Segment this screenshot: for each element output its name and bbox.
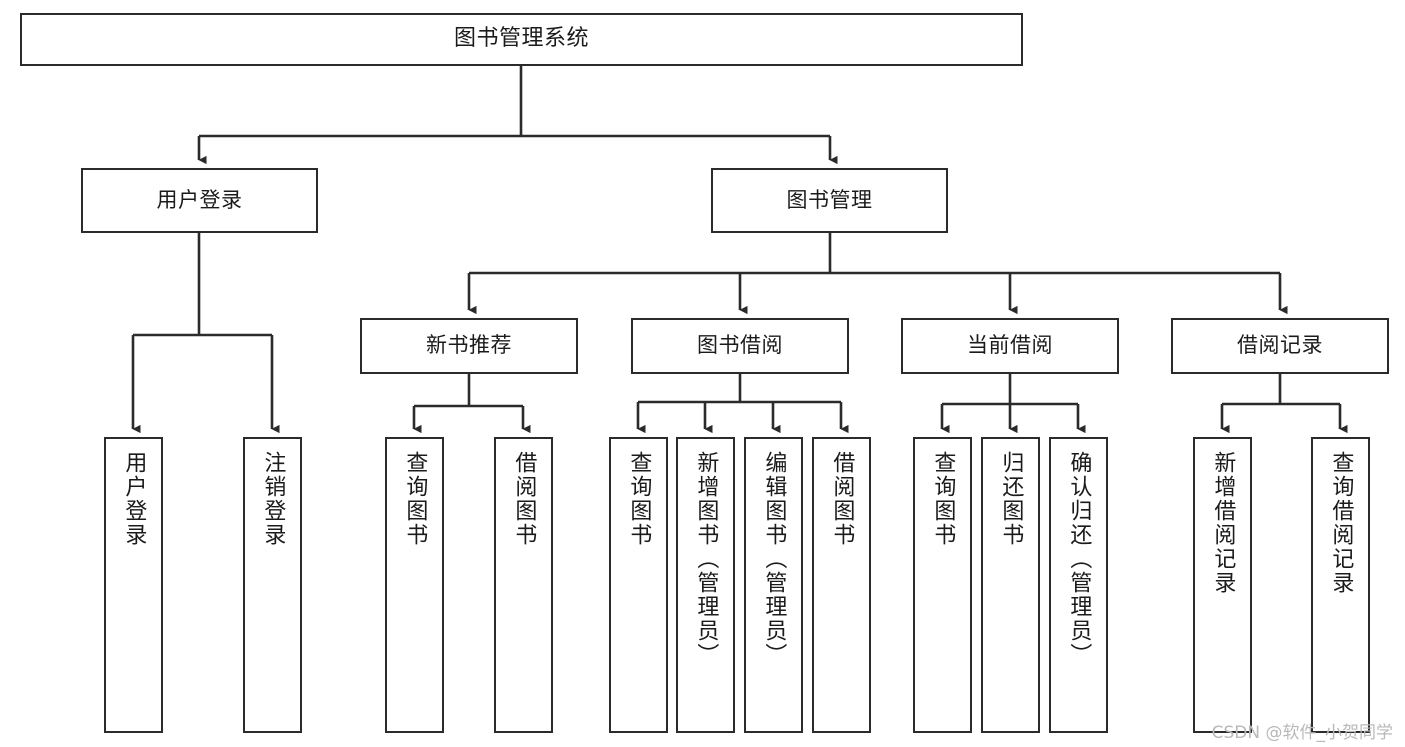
leaf-add-book-admin[interactable]: 新增图书（管理员） xyxy=(676,437,735,733)
node-label: 图书借阅 xyxy=(697,333,783,358)
node-label: 新增图书（管理员） xyxy=(693,451,719,667)
node-label: 查询图书 xyxy=(626,451,652,547)
leaf-borrow-book-recommend[interactable]: 借阅图书 xyxy=(494,437,553,733)
node-label: 图书管理 xyxy=(786,187,873,212)
node-label: 借阅图书 xyxy=(511,451,537,547)
leaf-user-login[interactable]: 用户登录 xyxy=(104,437,163,733)
leaf-edit-book-admin[interactable]: 编辑图书（管理员） xyxy=(744,437,803,733)
node-label: 用户登录 xyxy=(121,451,147,547)
leaf-return-book[interactable]: 归还图书 xyxy=(981,437,1040,733)
node-new-book-recommend[interactable]: 新书推荐 xyxy=(360,318,578,374)
node-label: 查询图书 xyxy=(930,451,956,547)
node-label: 编辑图书（管理员） xyxy=(761,451,787,667)
node-label: 借阅图书 xyxy=(829,451,855,547)
node-label: 确认归还（管理员） xyxy=(1066,451,1092,667)
node-label: 新增借阅记录 xyxy=(1210,451,1236,595)
node-label: 归还图书 xyxy=(998,451,1024,547)
node-current-borrow[interactable]: 当前借阅 xyxy=(901,318,1119,374)
leaf-query-book-borrow[interactable]: 查询图书 xyxy=(609,437,668,733)
leaf-query-book-recommend[interactable]: 查询图书 xyxy=(385,437,444,733)
node-label: 查询图书 xyxy=(402,451,428,547)
node-root-system[interactable]: 图书管理系统 xyxy=(20,13,1023,66)
node-label: 借阅记录 xyxy=(1237,333,1323,358)
node-borrow-records[interactable]: 借阅记录 xyxy=(1171,318,1389,374)
leaf-query-borrow-record[interactable]: 查询借阅记录 xyxy=(1311,437,1370,733)
node-label: 查询借阅记录 xyxy=(1328,451,1354,595)
leaf-query-book-current[interactable]: 查询图书 xyxy=(913,437,972,733)
leaf-confirm-return-admin[interactable]: 确认归还（管理员） xyxy=(1049,437,1108,733)
node-label: 新书推荐 xyxy=(426,333,512,358)
node-label: 用户登录 xyxy=(156,187,243,212)
leaf-logout[interactable]: 注销登录 xyxy=(243,437,302,733)
node-label: 图书管理系统 xyxy=(453,26,589,52)
leaf-borrow-book[interactable]: 借阅图书 xyxy=(812,437,871,733)
node-book-management[interactable]: 图书管理 xyxy=(711,168,948,233)
node-book-borrow[interactable]: 图书借阅 xyxy=(631,318,849,374)
node-label: 当前借阅 xyxy=(967,333,1053,358)
leaf-add-borrow-record[interactable]: 新增借阅记录 xyxy=(1193,437,1252,733)
node-user-login[interactable]: 用户登录 xyxy=(81,168,318,233)
node-label: 注销登录 xyxy=(260,451,286,547)
